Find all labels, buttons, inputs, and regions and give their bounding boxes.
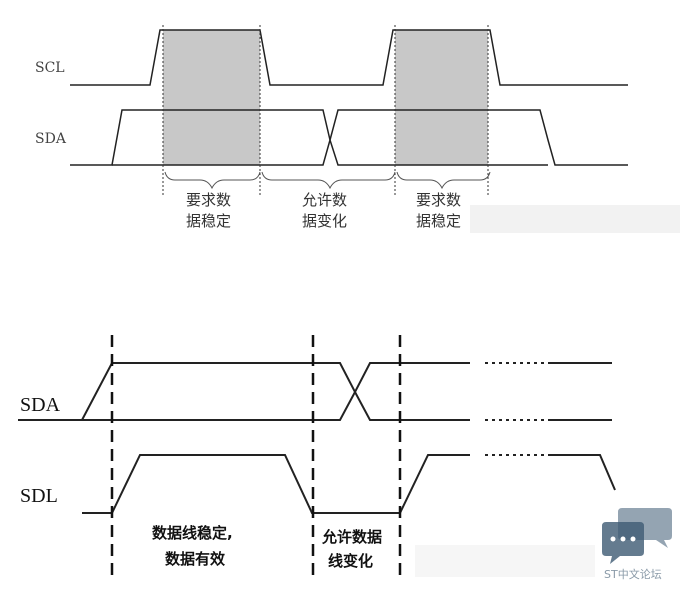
zone-label-2-line2: 据变化 (302, 212, 347, 230)
zone-label-3-line1: 要求数 (416, 191, 461, 209)
scl-waveform (70, 29, 628, 86)
bubble-dot-1 (610, 536, 616, 542)
chat-bubble-front-icon (602, 522, 644, 564)
sdl-waveform (82, 454, 470, 514)
zone-bracket-1 (164, 171, 261, 190)
sda-label-bottom: SDA (20, 394, 61, 416)
stable-zone-label-line2: 数据有效 (165, 550, 226, 568)
sdl-continuation (548, 454, 616, 491)
zone-label-1-line1: 要求数 (186, 191, 231, 209)
stable-zone-label-line1: 数据线稳定, (152, 524, 233, 542)
sdl-label: SDL (20, 485, 58, 507)
bubble-dot-2 (620, 536, 626, 542)
top-timing-diagram: SCL SDA 要求数 据稳定 允许数 据变化 要求数 据稳定 (35, 25, 680, 233)
zone-bracket-2 (261, 171, 396, 190)
change-zone-label-line1: 允许数据 (321, 528, 382, 546)
sda-waveform-bottom-lower (18, 389, 470, 421)
zone-label-2-line1: 允许数 (302, 191, 347, 209)
bottom-timing-diagram: SDA SDL 数据线稳定, 数据有效 允许数据 线变化 (18, 335, 616, 580)
zone-bracket-3 (396, 171, 491, 190)
scan-artifact-bar (470, 205, 680, 233)
sda-waveform-low (70, 109, 628, 166)
sda-waveform-high (112, 137, 548, 166)
scan-artifact-bottom (415, 545, 595, 577)
sda-waveform-bottom-upper (81, 362, 470, 421)
bubble-dot-3 (630, 536, 636, 542)
stable-region-1 (163, 30, 260, 165)
sda-label-top: SDA (35, 131, 67, 147)
change-zone-label-line2: 线变化 (328, 552, 373, 570)
watermark-text: ST中文论坛 (604, 567, 662, 581)
zone-label-1-line2: 据稳定 (186, 212, 231, 230)
st-forum-watermark: ST中文论坛 (602, 508, 672, 581)
zone-label-3-line2: 据稳定 (416, 212, 461, 230)
scl-label: SCL (35, 60, 65, 76)
stable-region-2 (395, 30, 488, 165)
